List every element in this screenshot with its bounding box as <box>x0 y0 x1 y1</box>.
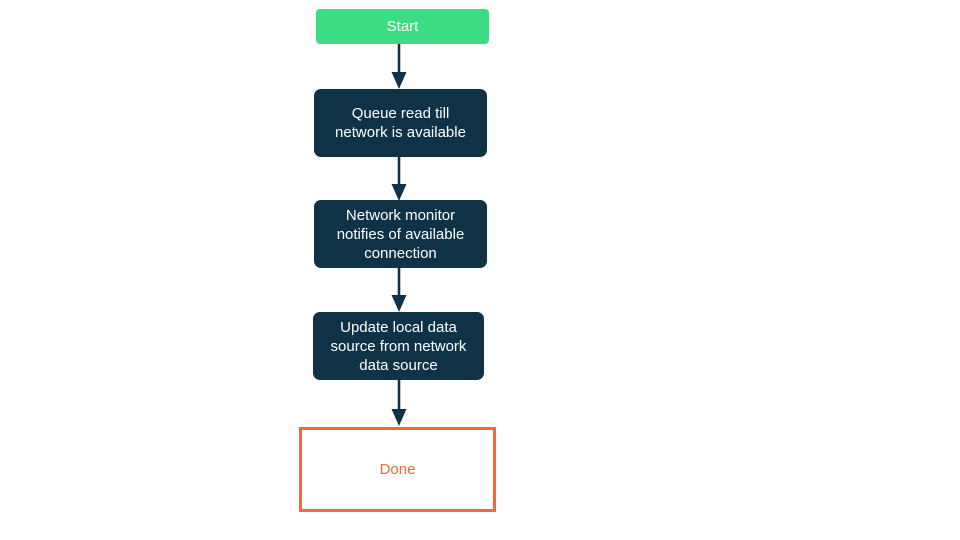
flow-node-done[interactable]: Done <box>299 427 496 512</box>
flow-node-queue-read-label: Queue read till network is available <box>335 105 466 141</box>
flow-node-network-monitor[interactable]: Network monitor notifies of available co… <box>314 200 487 268</box>
flow-node-network-monitor-label: Network monitor notifies of available co… <box>336 206 465 262</box>
flow-arrow-start-to-queue <box>391 44 407 89</box>
flow-node-queue-read[interactable]: Queue read till network is available <box>314 89 487 157</box>
flow-arrow-queue-to-monitor <box>391 157 407 201</box>
flow-node-done-label: Done <box>379 461 416 478</box>
flow-node-start-label: Start <box>386 18 419 35</box>
flow-arrow-monitor-to-update <box>391 268 407 312</box>
flow-arrow-update-to-done <box>391 380 407 426</box>
flow-node-update-local-data-label: Update local data source from network da… <box>330 318 467 374</box>
flow-node-start[interactable]: Start <box>316 9 489 44</box>
flow-node-update-local-data[interactable]: Update local data source from network da… <box>313 312 484 380</box>
